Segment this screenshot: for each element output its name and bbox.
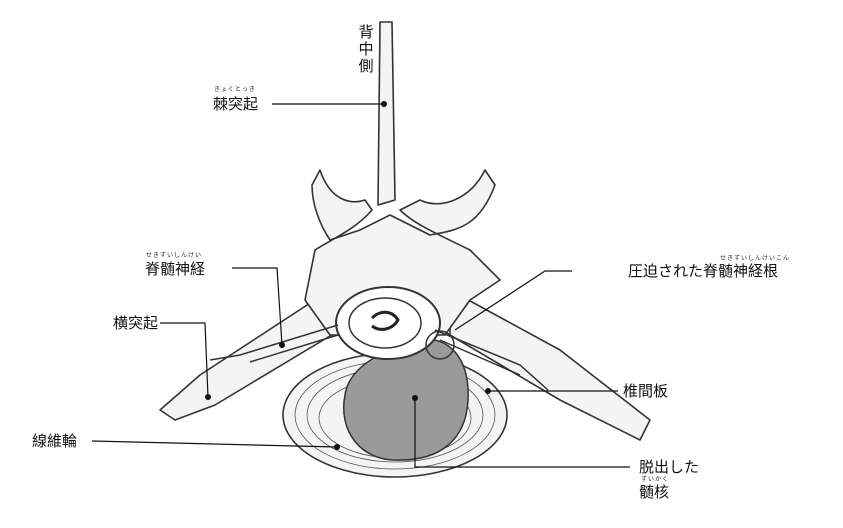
compressed-root (425, 330, 455, 360)
label-nerve-root: 脊髄神経根 (703, 262, 779, 280)
spinous-process (377, 21, 396, 206)
label-dorsal-side: 背中側 (358, 23, 374, 75)
label-prefix: 圧迫された (628, 262, 704, 280)
ruby-spinal-nerve: せきずいしんけい (146, 252, 203, 259)
spinal-cord (348, 297, 422, 349)
ruby-nerve-root: せきずいしんけいこん (720, 255, 791, 262)
leader-lines (91, 103, 630, 468)
label-annulus-fibrosus: 線維輪 (32, 432, 78, 450)
label-nucleus-pulposus: 髄核 (639, 483, 670, 501)
label-spinal-nerve: 脊髄神経 (145, 260, 206, 278)
ruby-nucleus-pulposus: ずいかく (641, 476, 670, 483)
gray-matter (370, 310, 400, 331)
label-transverse-process: 横突起 (113, 314, 159, 332)
label-compressed-nerve-root: 圧迫された脊髄神経根 (628, 263, 778, 279)
label-intervertebral-disc: 椎間板 (623, 382, 669, 400)
label-spinous-process: 棘突起 (213, 95, 259, 113)
vertebral-arch (304, 169, 501, 336)
leader-dots (205, 101, 491, 450)
label-herniated: 脱出した (639, 458, 700, 476)
left-spinal-nerve (209, 324, 339, 363)
ruby-spinous-process: きょくとっき (214, 86, 256, 93)
